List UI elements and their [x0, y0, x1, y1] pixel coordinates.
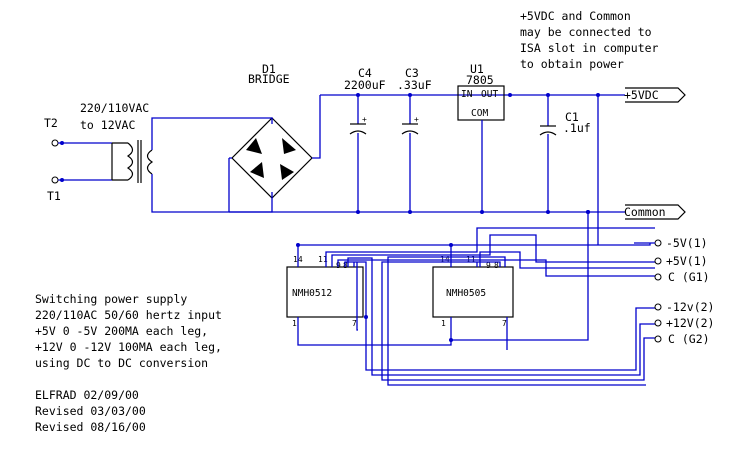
- top-note: +5VDC and Common may be connected to ISA…: [520, 9, 659, 71]
- c1-value: .1uf: [563, 121, 591, 135]
- capacitor-c1: C1 .1uf: [539, 95, 591, 212]
- terminal-t1-label: T1: [47, 189, 61, 203]
- nmh0512-pin7: 7: [352, 319, 357, 328]
- terminal-cg1-label: C (G1): [668, 270, 710, 284]
- c3-ref: C3: [405, 66, 419, 80]
- terminal-plus5v1: [654, 257, 662, 265]
- capacitor-c4: C4 2200uF +: [344, 66, 386, 212]
- nmh0512-label: NMH0512: [292, 288, 332, 299]
- nmh0512-pin11: 11: [318, 255, 328, 264]
- u1-com: COM: [471, 108, 488, 119]
- description-line-3: +5V 0 -5V 200MA each leg,: [35, 324, 208, 338]
- transformer-label: 220/110VAC: [80, 101, 149, 115]
- terminal-plus5v1-label: +5V(1): [666, 254, 708, 268]
- svg-text:+: +: [362, 115, 367, 124]
- bridge-diamond: [231, 117, 313, 199]
- capacitor-c3: C3 .33uF +: [397, 66, 432, 212]
- terminal-minus12v2-label: -12v(2): [666, 300, 714, 314]
- u1-ref: U1: [470, 62, 484, 76]
- svg-text:+: +: [414, 115, 419, 124]
- u1-body: [457, 85, 505, 121]
- revision-note: ELFRAD 02/09/00 Revised 03/03/00 Revised…: [35, 388, 146, 434]
- top-note-line-2: may be connected to: [520, 25, 652, 39]
- output-5vdc-label: +5VDC: [624, 88, 659, 102]
- c3-value: .33uF: [397, 78, 432, 92]
- transformer-primary-leads: [112, 142, 128, 181]
- output-common-arrow: [625, 204, 686, 220]
- transformer-secondary-coil: [146, 149, 154, 175]
- converter-nmh0505: NMH0505 14 11 9 8 1 7: [432, 255, 514, 328]
- output-5vdc: +5VDC: [598, 87, 686, 103]
- u1-out: OUT: [481, 89, 498, 100]
- transformer: 220/110VAC to 12VAC: [80, 101, 229, 213]
- bridge-label: BRIDGE: [248, 72, 290, 86]
- revision-line-2: Revised 03/03/00: [35, 404, 146, 418]
- top-note-line-1: +5VDC and Common: [520, 9, 631, 23]
- u1-in: IN: [461, 89, 473, 100]
- u1-part: 7805: [466, 73, 494, 87]
- bridge-wires: [228, 95, 321, 213]
- input-terminals: T2 T1: [44, 116, 112, 203]
- terminal-plus12v2: [654, 319, 662, 327]
- regulator-u1: U1 7805 IN OUT COM: [457, 62, 505, 212]
- revision-line-1: ELFRAD 02/09/00: [35, 388, 139, 402]
- top-note-line-3: ISA slot in computer: [520, 41, 659, 55]
- bridge-ref: D1: [262, 62, 276, 76]
- c4-value: 2200uF: [344, 78, 386, 92]
- description-line-4: +12V 0 -12V 100MA each leg,: [35, 340, 222, 354]
- top-note-line-4: to obtain power: [520, 57, 624, 71]
- rail-wires: [229, 94, 599, 245]
- terminal-minus12v2: [654, 303, 662, 311]
- transformer-primary-coil: [111, 142, 134, 181]
- terminal-t2: [51, 139, 59, 147]
- terminal-cg2-label: C (G2): [668, 332, 710, 346]
- nmh0512-body: [286, 266, 364, 318]
- terminal-cg2: [654, 335, 662, 343]
- terminal-t1: [51, 176, 59, 184]
- terminal-cg1: [654, 273, 662, 281]
- terminal-plus12v2-label: +12V(2): [666, 316, 714, 330]
- output-5vdc-arrow: [625, 87, 686, 103]
- input-wires: [58, 142, 112, 181]
- nmh0505-label: NMH0505: [446, 288, 486, 299]
- nmh0505-body: [432, 266, 514, 318]
- nmh0505-pin1: 1: [441, 319, 446, 328]
- description-line-5: using DC to DC conversion: [35, 356, 208, 370]
- nmh0505-pin9: 9: [486, 261, 491, 270]
- description-line-2: 220/110AC 50/60 hertz input: [35, 308, 222, 322]
- terminal-minus5v1-label: -5V(1): [666, 236, 708, 250]
- bridge-rectifier: D1 BRIDGE: [228, 62, 321, 213]
- output-common: Common: [598, 204, 686, 220]
- description-line-1: Switching power supply: [35, 292, 187, 306]
- revision-line-3: Revised 08/16/00: [35, 420, 146, 434]
- bridge-diodes: [246, 138, 296, 180]
- terminal-t2-label: T2: [44, 116, 58, 130]
- output-terminals: -5V(1) +5V(1) C (G1) -12v(2) +12V(2) C (…: [598, 236, 714, 346]
- terminal-minus5v1: [654, 239, 662, 247]
- c4-ref: C4: [358, 66, 372, 80]
- transformer-label-2: to 12VAC: [80, 118, 135, 132]
- c1-ref: C1: [565, 110, 579, 124]
- nmh0512-pin1: 1: [292, 319, 297, 328]
- output-common-label: Common: [624, 205, 666, 219]
- nmh0505-pin7: 7: [502, 319, 507, 328]
- description-note: Switching power supply 220/110AC 50/60 h…: [35, 292, 222, 370]
- nmh0505-pin8: 8: [494, 261, 499, 270]
- secondary-wires: [151, 117, 229, 213]
